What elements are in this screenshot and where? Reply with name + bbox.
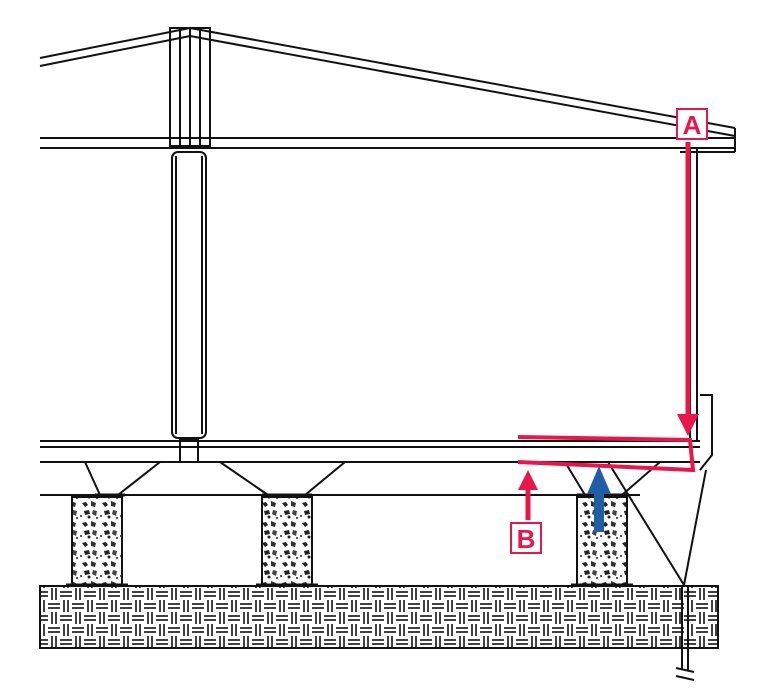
label-a: A: [676, 108, 708, 140]
footing-pier-middle: [256, 496, 318, 587]
blue-arrow-up-icon: [587, 466, 611, 532]
ground: [39, 585, 719, 649]
arrow-down-icon: [677, 142, 699, 436]
arrow-up-icon: [518, 470, 538, 520]
label-b: B: [510, 522, 542, 554]
floor-structure: [40, 440, 700, 497]
beam-deflection-highlight: [517, 435, 696, 473]
roof: [39, 27, 736, 153]
central-post: [169, 27, 211, 463]
footing-pier-left: [66, 496, 128, 587]
